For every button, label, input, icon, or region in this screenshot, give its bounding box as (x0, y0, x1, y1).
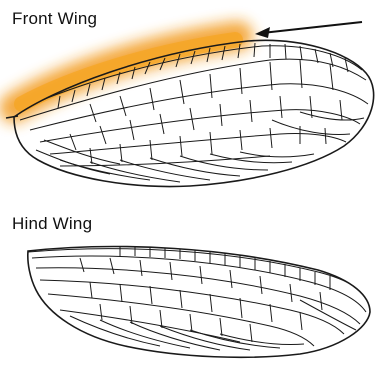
hind-wing (28, 245, 370, 357)
pointer-arrow (255, 22, 362, 38)
front-wing (6, 40, 374, 186)
